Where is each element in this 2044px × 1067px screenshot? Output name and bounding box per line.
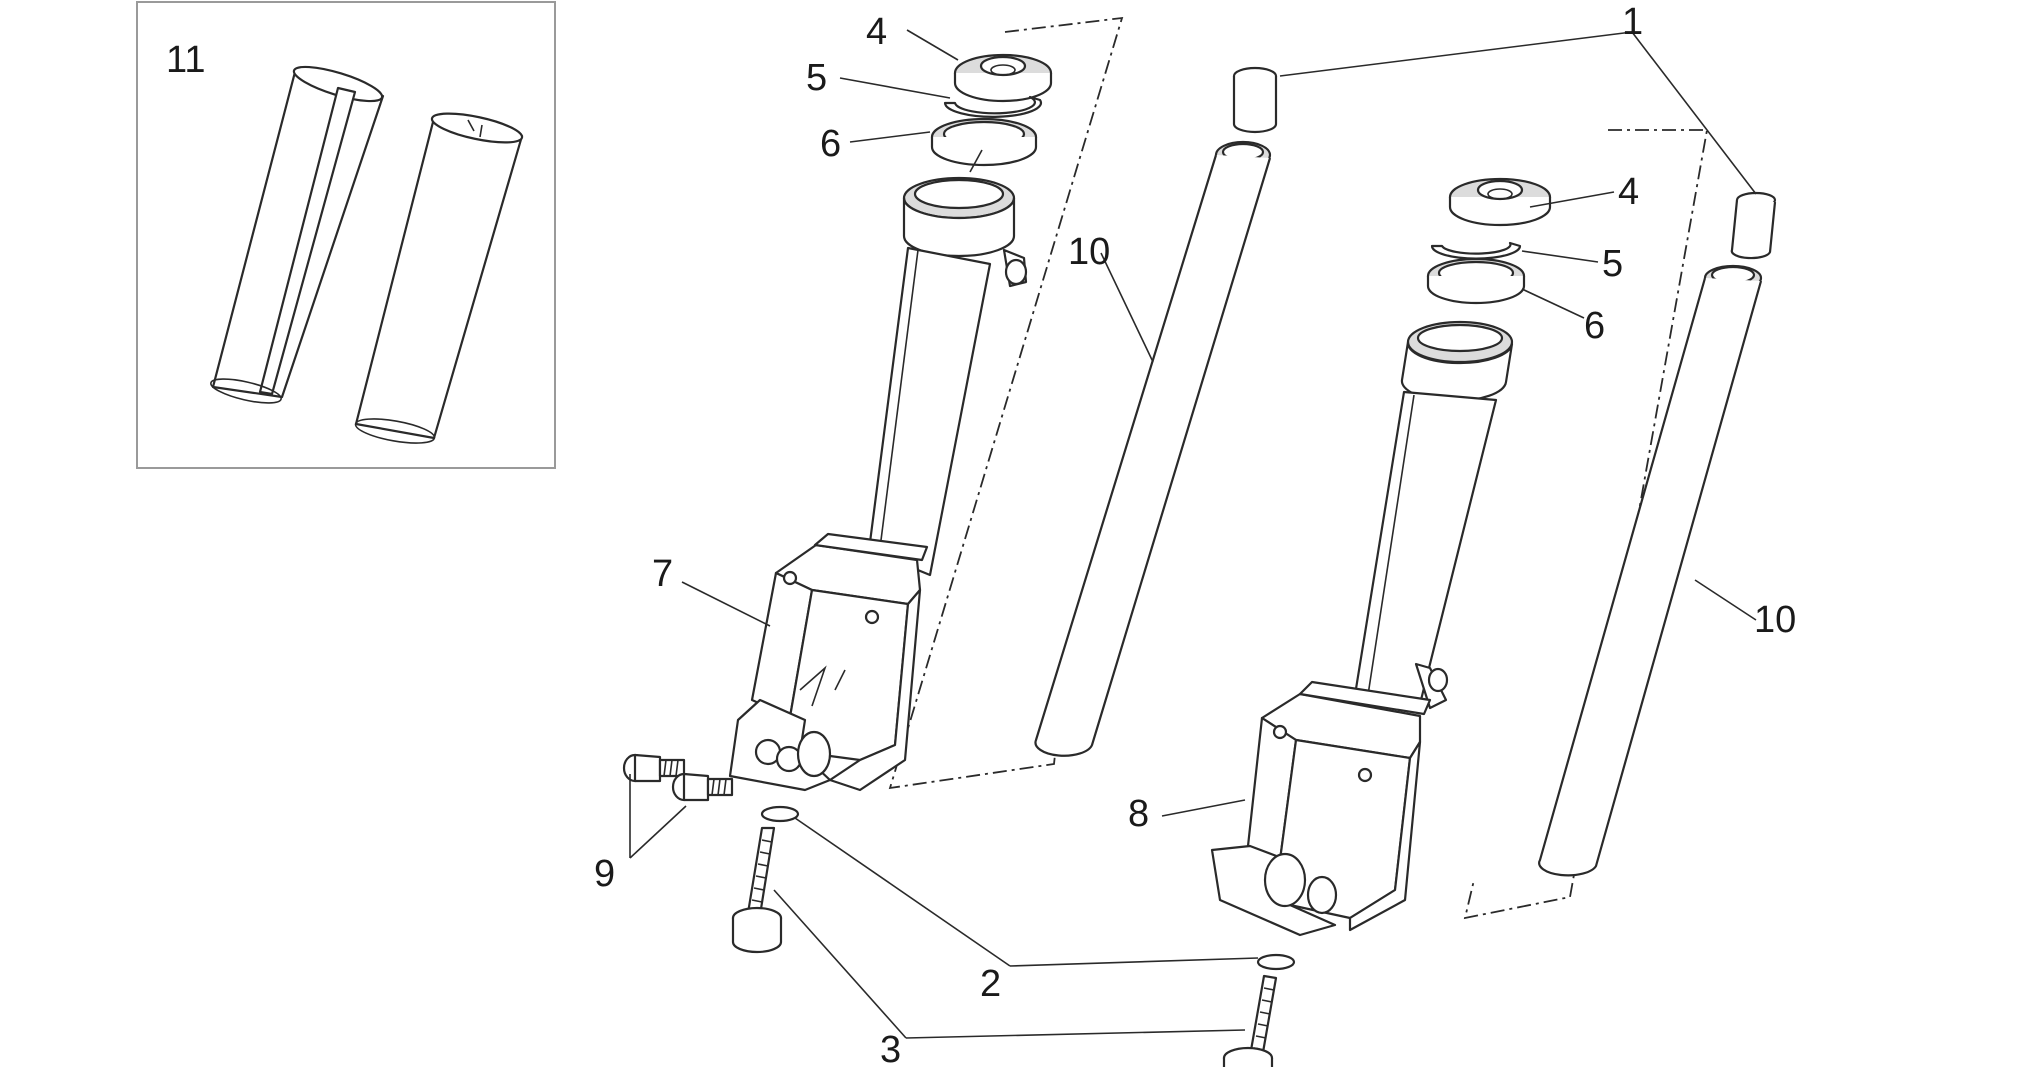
callout-4-right: 4 [1618,171,1639,213]
callout-11: 11 [166,39,205,81]
pinch-bolt-left [731,826,783,954]
washer-right [1256,953,1296,971]
top-cap-right [1448,177,1552,227]
callout-1: 1 [1622,1,1643,43]
circlip-right [1430,241,1522,260]
callout-5-left: 5 [806,57,827,99]
callout-10-right: 10 [1754,599,1796,641]
circlip-left [943,95,1043,118]
leader-lines [629,29,1757,1039]
bushing-plain [354,112,524,444]
cap-bushing-right [1730,191,1777,260]
fork-tube-right [1538,264,1763,877]
callout-8: 8 [1128,793,1149,835]
callout-2: 2 [980,963,1001,1005]
cap-bushing-left [1232,66,1278,134]
washer-left [760,805,800,823]
callout-5-right: 5 [1602,243,1623,285]
callout-4-left: 4 [866,11,887,53]
callout-6-right: 6 [1584,305,1605,347]
callout-3: 3 [880,1029,901,1067]
right-assembly-outline [1463,129,1709,920]
screws-9 [622,753,734,802]
inset-bushings [136,1,556,469]
callout-6-left: 6 [820,123,841,165]
fork-slider-right [1210,320,1514,937]
callout-7: 7 [652,553,673,595]
top-cap-left [953,53,1053,103]
seal-ring-left [930,117,1038,167]
bushing-split [210,65,385,404]
left-assembly-outline [888,16,1124,790]
callout-9: 9 [594,853,615,895]
seal-ring-right [1426,257,1526,305]
callout-10-left: 10 [1068,231,1110,273]
pinch-bolt-right [1222,974,1278,1067]
fork-slider-left [728,176,1028,792]
inset-frame [136,1,556,469]
fork-tube-left [1034,140,1272,757]
